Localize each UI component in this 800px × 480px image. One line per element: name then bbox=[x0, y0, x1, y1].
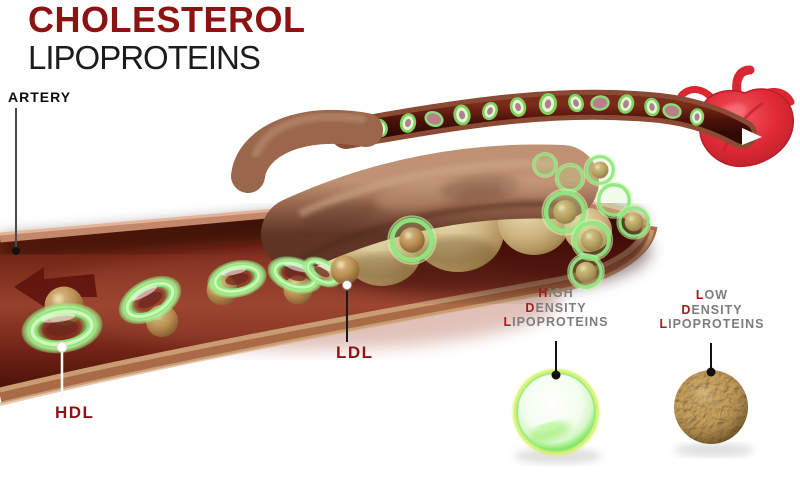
ldl-legend-dot bbox=[706, 367, 716, 377]
ldl-sphere-particle bbox=[331, 256, 360, 285]
hdl-ring-particle bbox=[689, 107, 705, 127]
hdl-ring-particle bbox=[553, 161, 587, 195]
artery-outer-wall bbox=[261, 144, 599, 271]
ldl-label: LDL bbox=[336, 343, 374, 362]
artery-label: ARTERY bbox=[8, 89, 72, 105]
hdl-legend-sphere bbox=[511, 367, 602, 464]
hdl-ring-particle bbox=[582, 152, 618, 188]
artery-spiral-turn bbox=[231, 109, 383, 193]
ldl-caption-line-3: LIPOPROTEINS bbox=[659, 317, 765, 331]
hdl-ring-particle bbox=[572, 220, 613, 261]
hdl-caption-line-2: DENSITY bbox=[525, 300, 587, 315]
ldl-caption-line-1: LOW bbox=[695, 288, 729, 302]
ldl-legend-caption: LOW DENSITY LIPOPROTEINS bbox=[632, 288, 792, 332]
hdl-ring-particle bbox=[566, 252, 606, 292]
page-subtitle: LIPOPROTEINS bbox=[28, 39, 261, 76]
ldl-sphere-particle bbox=[399, 227, 425, 253]
blood-cell-particle bbox=[589, 94, 611, 112]
blood-flow-arrow bbox=[14, 267, 97, 308]
hdl-legend-dot bbox=[551, 370, 561, 380]
artery-callout-dot bbox=[12, 247, 20, 255]
ldl-callout-dot bbox=[342, 280, 352, 290]
title-block: CHOLESTEROL LIPOPROTEINS bbox=[28, 0, 306, 76]
callout-lines bbox=[12, 108, 716, 404]
hdl-ring-particle bbox=[615, 203, 653, 241]
hdl-caption-line-1: HIGH bbox=[538, 286, 574, 300]
hdl-label: HDL bbox=[55, 403, 95, 422]
hdl-callout-dot bbox=[56, 341, 68, 353]
ldl-legend-sphere bbox=[674, 370, 754, 457]
page-title: CHOLESTEROL bbox=[28, 0, 306, 40]
tube-tip-notch bbox=[742, 128, 762, 145]
hdl-ring-particle bbox=[537, 92, 559, 116]
hdl-ring-particle bbox=[531, 151, 559, 179]
hdl-legend-caption: HIGH DENSITY LIPOPROTEINS bbox=[476, 286, 636, 330]
ldl-caption-line-2: DENSITY bbox=[681, 302, 743, 317]
artery-tube-to-heart bbox=[331, 89, 762, 149]
hdl-caption-line-3: LIPOPROTEINS bbox=[503, 315, 609, 329]
